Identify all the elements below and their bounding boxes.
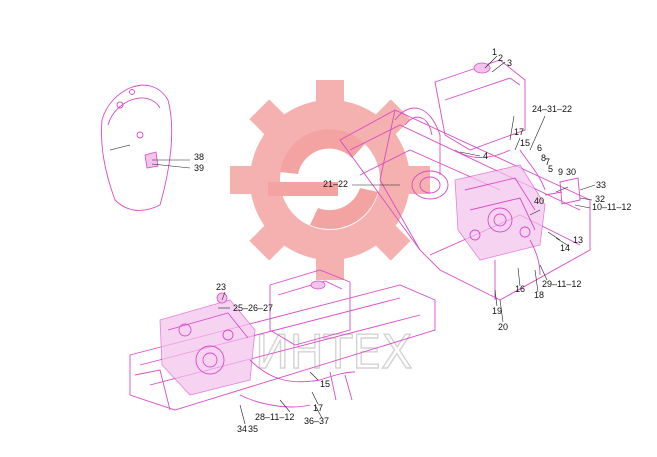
label-39: 39 (194, 163, 204, 173)
label-24-31-22: 24–31–22 (532, 104, 572, 114)
lower-frame-assembly (129, 269, 436, 411)
label-20: 20 (498, 322, 508, 332)
label-16: 16 (515, 284, 525, 294)
watermark-text: ИНТЕХ (255, 325, 413, 379)
label-15-upper: 15 (520, 138, 530, 148)
label-30: 30 (566, 167, 576, 177)
label-29-11-12: 29–11–12 (542, 279, 581, 289)
label-36-37: 36–37 (304, 416, 329, 426)
label-33: 33 (596, 180, 606, 190)
label-32: 32 (595, 194, 605, 204)
label-25-26-27: 25–26–27 (233, 303, 273, 313)
label-38: 38 (194, 152, 204, 162)
label-10-11-12: 10–11–12 (592, 202, 631, 212)
label-2: 2 (498, 53, 503, 63)
label-9: 9 (558, 167, 563, 177)
label-17-lower: 17 (313, 403, 323, 413)
label-15-lower: 15 (320, 379, 330, 389)
label-1: 1 (492, 47, 497, 57)
label-8: 8 (541, 153, 546, 163)
label-19: 19 (492, 306, 502, 316)
leader-lines (151, 55, 596, 425)
label-5: 5 (548, 164, 553, 174)
label-34: 34 (237, 424, 247, 434)
label-3: 3 (507, 58, 512, 68)
label-28-11-12: 28–11–12 (255, 412, 294, 422)
watermark-gear-logo (230, 80, 430, 280)
label-35: 35 (248, 424, 258, 434)
fender-part (101, 84, 173, 211)
label-14: 14 (560, 243, 570, 253)
label-21-22: 21–22 (323, 179, 348, 189)
label-6: 6 (537, 143, 542, 153)
label-40: 40 (534, 196, 544, 206)
label-23: 23 (216, 282, 226, 292)
label-17-upper: 17 (514, 127, 524, 137)
label-13: 13 (573, 235, 583, 245)
label-7: 7 (545, 157, 550, 167)
callout-labels: 1 2 3 24–31–22 17 15 6 4 8 7 5 9 30 33 3… (194, 47, 631, 434)
label-4: 4 (483, 151, 488, 161)
upper-frame-assembly (339, 59, 591, 301)
label-18: 18 (534, 290, 544, 300)
